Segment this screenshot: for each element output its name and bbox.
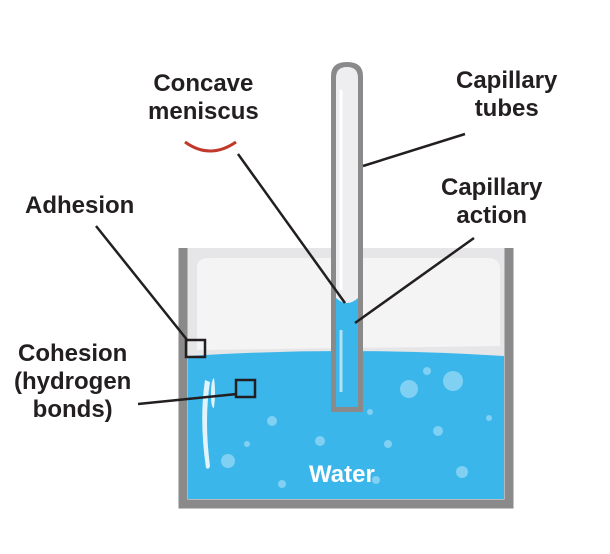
water-bubbles [221,367,492,488]
leader-lines [95,132,475,406]
cohesion-leader [137,392,238,406]
adhesion-box [184,338,207,359]
adhesion-leader [95,225,189,342]
beaker-wall [178,248,514,509]
wall-reflection [202,380,210,469]
adhesion-label: Adhesion [25,192,135,219]
capillary-tube [331,62,363,412]
capillary-action-label: Capillary action [441,174,543,229]
action-leader [354,236,475,325]
cohesion-label: Cohesion (hydrogen bonds) [14,340,132,423]
concave-meniscus-label: Concave meniscus [148,70,259,125]
meniscus-mark [184,140,237,153]
water-label: Water [309,461,375,488]
meniscus-leader [236,153,347,304]
tubes-leader [362,132,466,168]
wall-reflection-small [211,378,215,408]
capillary-tubes-label: Capillary tubes [456,67,558,122]
cohesion-box [234,378,257,399]
